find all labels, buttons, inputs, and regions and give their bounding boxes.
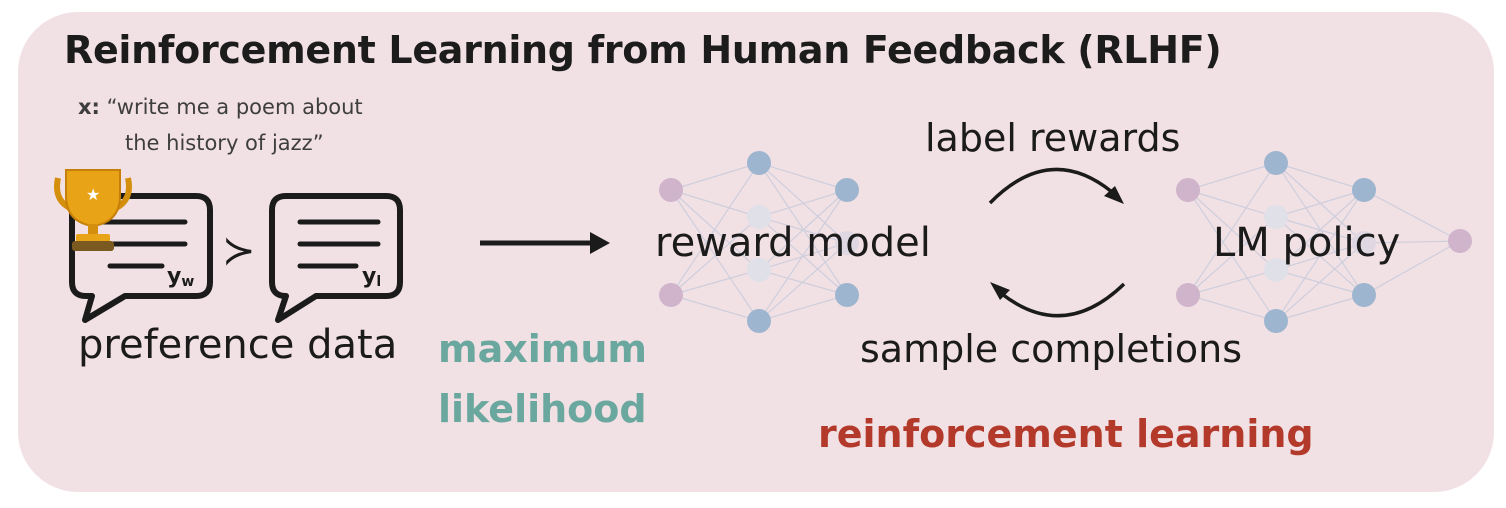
maximum-likelihood-label-line1: maximum xyxy=(438,327,648,371)
reinforcement-learning-label: reinforcement learning xyxy=(818,412,1314,456)
label-rewards-label: label rewards xyxy=(925,116,1181,160)
network-edge xyxy=(758,189,848,322)
network-node xyxy=(659,178,683,202)
lm-policy-network-icon xyxy=(1176,151,1472,333)
network-node xyxy=(1264,309,1288,333)
trophy-icon: ★ xyxy=(54,169,132,251)
curved-arrow-bottom-icon xyxy=(990,282,1126,318)
network-edge xyxy=(670,294,760,322)
prompt-variable: x: xyxy=(78,95,100,119)
rlhf-panel xyxy=(18,12,1494,492)
diagram-title: Reinforcement Learning from Human Feedba… xyxy=(64,28,1222,72)
network-edge xyxy=(758,242,848,322)
network-node xyxy=(747,151,771,175)
lm-policy-label: LM policy xyxy=(1213,220,1401,266)
network-edge xyxy=(1187,189,1277,218)
network-edge xyxy=(670,269,760,296)
network-edge xyxy=(670,162,760,191)
network-edge xyxy=(1275,162,1365,191)
network-edge xyxy=(1363,240,1461,244)
network-edge xyxy=(1187,162,1277,296)
network-node xyxy=(747,309,771,333)
network-node xyxy=(747,205,771,229)
network-edge xyxy=(1187,216,1277,296)
network-edge xyxy=(758,189,848,271)
maximum-likelihood-label-line2: likelihood xyxy=(438,387,647,431)
network-node xyxy=(1352,231,1376,255)
dispreferred-response-bubble-icon: yl xyxy=(269,193,403,323)
network-edge xyxy=(758,189,848,218)
prompt-line-1: x: “write me a poem about xyxy=(78,95,363,119)
network-node xyxy=(1176,283,1200,307)
network-edge xyxy=(758,162,848,296)
network-edge xyxy=(1187,269,1277,296)
network-edge xyxy=(1363,189,1461,242)
sample-completions-label: sample completions xyxy=(860,327,1243,371)
reward-model-label: reward model xyxy=(655,220,931,266)
network-edge xyxy=(1187,294,1277,322)
network-edge xyxy=(1275,162,1365,296)
network-edge xyxy=(1187,162,1277,191)
network-edge xyxy=(1275,189,1365,271)
network-node xyxy=(835,178,859,202)
network-node xyxy=(1264,258,1288,282)
network-edge xyxy=(670,162,760,296)
network-node xyxy=(835,231,859,255)
curved-arrow-top-icon xyxy=(988,167,1124,205)
network-edge xyxy=(670,216,760,296)
network-node xyxy=(1352,283,1376,307)
network-edge xyxy=(1363,240,1461,296)
network-edge xyxy=(758,294,848,322)
trophy-star-icon: ★ xyxy=(86,185,100,204)
network-node xyxy=(1176,178,1200,202)
network-node xyxy=(1264,151,1288,175)
prompt-text-1: “write me a poem about xyxy=(106,95,363,119)
reward-model-network-icon xyxy=(659,151,859,333)
dispreferred-response-label: yl xyxy=(362,264,381,290)
network-node xyxy=(659,283,683,307)
network-edge xyxy=(1275,242,1365,322)
network-node xyxy=(747,258,771,282)
network-edge xyxy=(1275,189,1365,218)
network-edge xyxy=(670,189,760,218)
network-node xyxy=(1448,229,1472,253)
preference-data-label: preference data xyxy=(78,322,398,368)
arrow-right-icon xyxy=(480,232,610,254)
preferred-response-label: yw xyxy=(167,264,194,290)
prompt-line-2: the history of jazz” xyxy=(125,131,324,155)
network-node xyxy=(835,283,859,307)
network-edge xyxy=(1275,294,1365,322)
network-node xyxy=(1264,205,1288,229)
network-edge xyxy=(758,162,848,191)
network-edge xyxy=(1275,189,1365,322)
network-node xyxy=(1352,178,1376,202)
preference-symbol: ≻ xyxy=(222,228,256,274)
